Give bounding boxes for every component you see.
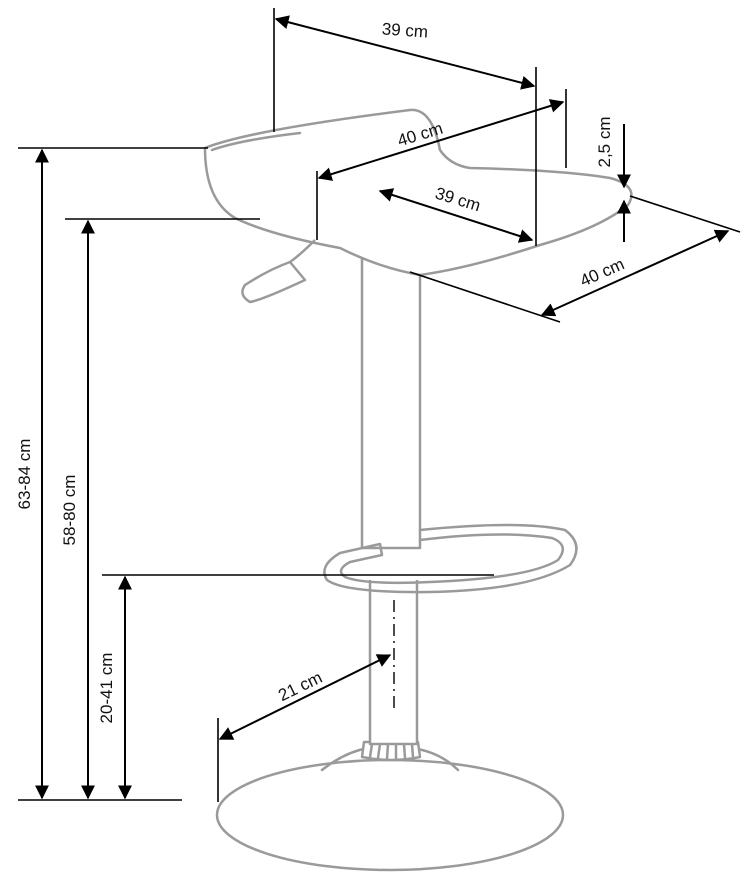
footrest-ring [323, 523, 578, 594]
label-seat-front-depth: 40 cm [577, 254, 627, 290]
gas-lift-lever [241, 239, 316, 304]
dimension-arrows [35, 15, 730, 800]
dim-arrow-seat-front-depth [540, 229, 730, 317]
dim-arrow-seat-inner-width [378, 188, 534, 243]
stool-illustration [203, 108, 633, 872]
label-footrest-height: 20-41 cm [97, 653, 116, 724]
upper-column [360, 254, 422, 550]
stool-base [215, 758, 565, 872]
label-seat-height: 58-80 cm [60, 475, 79, 546]
label-seat-back-width: 39 cm [381, 19, 429, 41]
dim-arrow-seat-depth-left [317, 99, 565, 181]
label-seat-thickness: 2,5 cm [595, 116, 614, 167]
extension-lines [18, 8, 741, 802]
label-total-height: 63-84 cm [15, 439, 34, 510]
dim-arrow-seat-back-width [274, 15, 536, 90]
dim-arrow-base-radius [218, 654, 392, 740]
